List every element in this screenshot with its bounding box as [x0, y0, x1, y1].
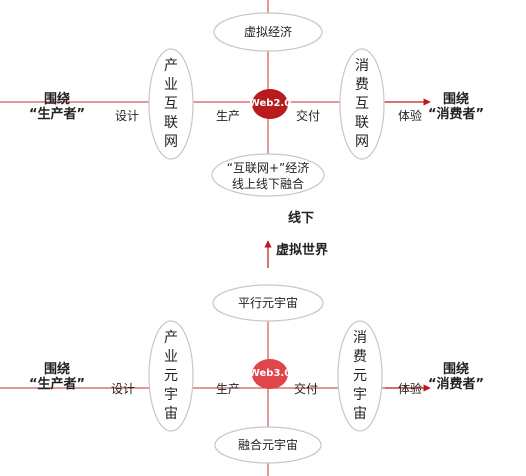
left-vertical-label-industrial-internet: 产业互联网: [164, 58, 178, 150]
bottom-ellipse-fusion-metaverse: [214, 426, 322, 464]
delivery-label: 交付: [296, 109, 321, 123]
bottom-ellipse-label-bottom: 融合元宇宙: [237, 438, 298, 452]
top-ellipse-parallel-metaverse: [212, 284, 324, 322]
right-vertical-ellipse-consumer-metaverse: [337, 320, 383, 432]
web3-badge: [252, 359, 288, 389]
top-ellipse-virtual-economy: [213, 12, 323, 52]
right-vertical-label-consumer-internet: 消费互联网: [355, 58, 369, 150]
right-outer-label-bottom-line2: “消费者”: [427, 377, 485, 392]
left-vertical-label-industrial-metaverse: 产业元宇宙: [164, 330, 178, 422]
bottom-ellipse-label-line2: 线上线下融合: [231, 177, 304, 191]
left-outer-label-line2: “生产者”: [28, 107, 86, 122]
right-outer-label-line1: 围绕: [442, 92, 469, 107]
offline-label: 线下: [288, 211, 315, 226]
right-vertical-ellipse-consumer-internet: [339, 48, 385, 160]
top-ellipse-label-bottom: 平行元宇宙: [237, 296, 298, 310]
production-label: 生产: [216, 109, 241, 123]
design-label-bottom: 设计: [111, 382, 136, 396]
design-label: 设计: [115, 109, 140, 123]
bottom-ellipse-internet-plus: [211, 153, 325, 197]
virtual-world-label: 虚拟世界: [276, 243, 329, 258]
experience-label: 体验: [398, 109, 423, 123]
left-outer-label-bottom-line1: 围绕: [43, 362, 70, 377]
production-label-bottom: 生产: [216, 382, 241, 396]
web2-badge-label: Web2.0: [248, 98, 292, 109]
top-ellipse-label: 虚拟经济: [243, 25, 292, 39]
bottom-ellipse-label-line1: “互联网+”经济: [226, 161, 310, 175]
experience-label-bottom: 体验: [398, 382, 423, 396]
right-outer-label-line2: “消费者”: [427, 107, 485, 122]
left-outer-label-bottom-line2: “生产者”: [28, 377, 86, 392]
delivery-label-bottom: 交付: [294, 382, 319, 396]
right-vertical-label-consumer-metaverse: 消费元宇宙: [353, 330, 367, 422]
left-vertical-ellipse-industrial-internet: [148, 48, 194, 160]
left-outer-label-line1: 围绕: [43, 92, 70, 107]
web3-badge-label: Web3.0: [248, 368, 292, 379]
web2-badge: [252, 89, 288, 119]
right-outer-label-bottom-line1: 围绕: [442, 362, 469, 377]
left-vertical-ellipse-industrial-metaverse: [148, 320, 194, 432]
